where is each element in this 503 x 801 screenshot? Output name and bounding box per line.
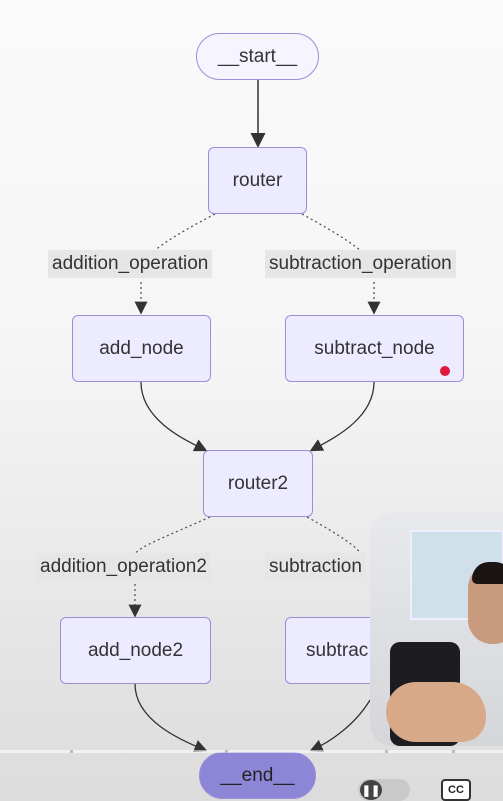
video-progress-bar[interactable] <box>0 750 503 753</box>
edge-router2-add2 <box>134 516 211 556</box>
recording-dot <box>440 366 450 376</box>
end-node: __end__ <box>199 752 316 799</box>
progress-marker <box>70 750 73 753</box>
progress-marker <box>385 750 388 753</box>
webcam-person-hand <box>386 682 486 742</box>
router2-node: router2 <box>203 450 313 517</box>
add-node: add_node <box>72 315 211 382</box>
edge-label-addition-operation: addition_operation <box>48 250 213 278</box>
edge-add-router2 <box>140 381 208 452</box>
add-node2: add_node2 <box>60 617 211 684</box>
start-node: __start__ <box>196 33 319 80</box>
edge-label-addition-operation2: addition_operation2 <box>36 553 211 581</box>
pause-icon: ❚❚ <box>360 780 382 800</box>
closed-captions-button[interactable]: CC <box>441 779 471 801</box>
edge-router2-subtract2 <box>306 516 361 554</box>
router-node: router <box>208 147 307 214</box>
edge-subtract2-end <box>309 699 371 752</box>
subtract-node: subtract_node <box>285 315 464 382</box>
progress-marker <box>225 750 228 753</box>
edge-label-subtraction-operation: subtraction_operation <box>265 250 456 278</box>
edge-label-subtraction-operation2: subtraction <box>265 553 366 581</box>
webcam-overlay <box>370 512 503 746</box>
autoplay-toggle[interactable]: ❚❚ <box>358 779 410 801</box>
webcam-person-hair <box>472 562 503 584</box>
edge-add2-end <box>134 683 208 753</box>
edge-subtract-router2 <box>309 381 375 452</box>
progress-marker <box>452 750 455 753</box>
